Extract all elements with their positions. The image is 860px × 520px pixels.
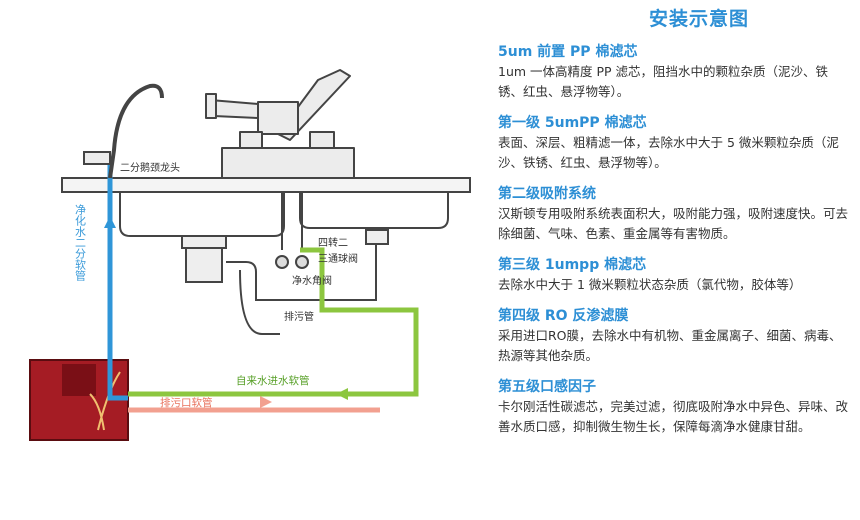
tap-water-pipe-label: 自来水进水软管	[236, 374, 310, 387]
section-title: 第一级 5umPP 棉滤芯	[498, 115, 647, 131]
section-stage-4: 第四级 RO 反渗滤膜 采用进口RO膜，去除水中有机物、重金属离子、细菌、病毒、…	[498, 306, 850, 366]
section-title: 5um 前置 PP 棉滤芯	[498, 44, 638, 60]
page-title: 安装示意图	[648, 8, 749, 30]
angle-valves	[275, 192, 309, 269]
section-body: 采用进口RO膜，去除水中有机物、重金属离子、细菌、病毒、热源等其他杂质。	[498, 328, 842, 363]
section-body: 表面、深层、粗精滤一体，去除水中大于 5 微米颗粒杂质（泥沙、铁锈、红虫、悬浮物…	[498, 135, 839, 170]
valve-label-line2: 三通球阀	[318, 252, 358, 265]
section-stage-5: 第五级口感因子 卡尔刚活性碳滤芯，完美过滤，彻底吸附净水中异色、异味、改善水质口…	[498, 377, 850, 437]
section-title: 第二级吸附系统	[498, 186, 596, 202]
description-panel: 安装示意图 5um 前置 PP 棉滤芯 1um 一体高精度 PP 滤芯，阻挡水中…	[498, 4, 850, 437]
main-faucet	[205, 69, 355, 183]
sink	[61, 177, 471, 237]
section-body: 卡尔刚活性碳滤芯，完美过滤，彻底吸附净水中异色、异味、改善水质口感，抑制微生物生…	[498, 399, 849, 434]
pure-water-pipe-label-group: 净化水二分软管	[74, 203, 87, 282]
drain-trap	[181, 229, 389, 335]
section-body: 1um 一体高精度 PP 滤芯，阻挡水中的颗粒杂质（泥沙、铁锈、红虫、悬浮物等）…	[498, 64, 829, 99]
installation-diagram: 二分鹅颈龙头 净化水二分软管 四转二 三通球阀 净水角阀 排污管 自来水进水软管…	[29, 69, 471, 441]
faucet-label: 二分鹅颈龙头	[120, 161, 180, 174]
drain-label: 排污管	[284, 310, 314, 323]
tap-water-arrow	[336, 388, 348, 400]
section-body: 去除水中大于 1 微米颗粒状态杂质（氯代物，胶体等）	[498, 277, 802, 292]
drain-outlet-label: 排污口软管	[160, 396, 213, 409]
pure-water-pipe	[107, 160, 128, 401]
pure-water-pipe-label: 净化水二分软管	[74, 203, 87, 282]
section-body: 汉斯顿专用吸附系统表面积大，吸附能力强，吸附速度快。可去除细菌、气味、色素、重金…	[498, 206, 849, 241]
section-title: 第五级口感因子	[498, 379, 596, 395]
section-title: 第四级 RO 反渗滤膜	[498, 308, 629, 324]
drain-arrow	[260, 396, 272, 408]
section-stage-2: 第二级吸附系统 汉斯顿专用吸附系统表面积大，吸附能力强，吸附速度快。可去除细菌、…	[498, 184, 850, 244]
gooseneck-faucet	[83, 83, 164, 179]
section-stage-1: 第一级 5umPP 棉滤芯 表面、深层、粗精滤一体，去除水中大于 5 微米颗粒杂…	[498, 113, 850, 173]
section-stage-3: 第三级 1umpp 棉滤芯 去除水中大于 1 微米颗粒状态杂质（氯代物，胶体等）	[498, 255, 850, 295]
section-title: 第三级 1umpp 棉滤芯	[498, 257, 647, 273]
tap-water-pipe	[128, 247, 419, 397]
valve-label-line1: 四转二	[318, 236, 348, 249]
angle-valve-label: 净水角阀	[292, 274, 332, 287]
pure-water-arrow	[104, 216, 116, 228]
section-pre-filter: 5um 前置 PP 棉滤芯 1um 一体高精度 PP 滤芯，阻挡水中的颗粒杂质（…	[498, 42, 850, 102]
